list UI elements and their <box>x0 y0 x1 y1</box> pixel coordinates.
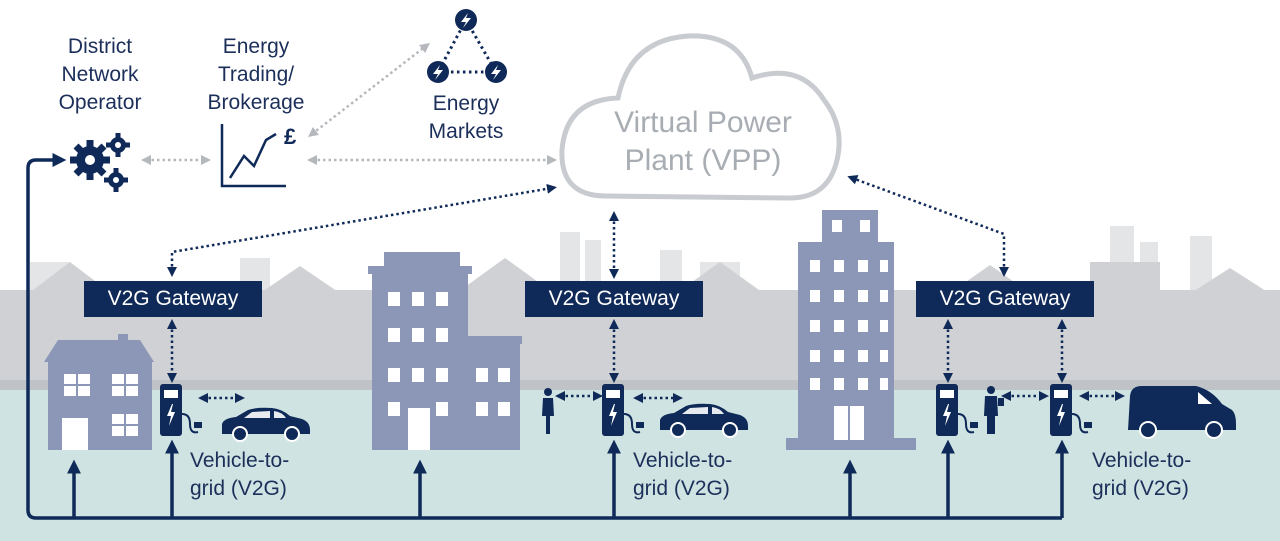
v2g-line-1: Vehicle-to- <box>633 449 733 472</box>
markets-line-1: Energy <box>432 92 500 115</box>
trading-chart-icon <box>220 124 286 188</box>
person-icon <box>984 386 1004 434</box>
v2g-line-2: grid (V2G) <box>1092 477 1189 500</box>
v2g-label: Vehicle-to- grid (V2G) <box>633 447 773 503</box>
trading-line-3: Brokerage <box>207 91 305 114</box>
person-icon <box>542 388 554 434</box>
cloud-icon <box>559 33 842 201</box>
gateway-vpp-arrows <box>167 175 1009 279</box>
street-band <box>0 380 1280 390</box>
local-link-arrows <box>198 391 1125 403</box>
dno-line-2: Network <box>61 63 139 86</box>
dno-label: District Network Operator <box>40 33 160 117</box>
actor-link-arrows <box>141 42 557 165</box>
house-building <box>44 334 154 450</box>
trading-line-1: Energy <box>222 35 290 58</box>
v2g-line-2: grid (V2G) <box>633 477 730 500</box>
vpp-line-1: Virtual Power <box>614 106 792 139</box>
markets-label: Energy Markets <box>408 90 524 146</box>
trading-line-2: Trading/ <box>217 63 295 86</box>
v2g-line-1: Vehicle-to- <box>1092 449 1192 472</box>
van-icon <box>1128 386 1236 439</box>
markets-line-2: Markets <box>428 120 504 143</box>
v2g-line-2: grid (V2G) <box>190 477 287 500</box>
gateway-charger-arrows <box>167 319 1067 383</box>
v2g-label: Vehicle-to- grid (V2G) <box>1092 447 1232 503</box>
v2g-gateway-box: V2G Gateway <box>916 281 1094 317</box>
dno-line-1: District <box>67 35 133 58</box>
vpp-label: Virtual Power Plant (VPP) <box>578 104 828 180</box>
gears-icon <box>70 133 130 192</box>
trading-label: Energy Trading/ Brokerage <box>190 33 322 117</box>
v2g-gateway-box: V2G Gateway <box>525 281 703 317</box>
v2g-label: Vehicle-to- grid (V2G) <box>190 447 330 503</box>
feedback-loop <box>26 153 1069 520</box>
v2g-line-1: Vehicle-to- <box>190 449 290 472</box>
v2g-gateway-box: V2G Gateway <box>84 281 262 317</box>
house-silhouettes <box>0 258 1280 380</box>
currency-symbol: £ <box>284 124 297 149</box>
dno-line-3: Operator <box>58 91 142 114</box>
market-triangle-icon <box>427 9 507 83</box>
vpp-line-2: Plant (VPP) <box>624 144 782 177</box>
